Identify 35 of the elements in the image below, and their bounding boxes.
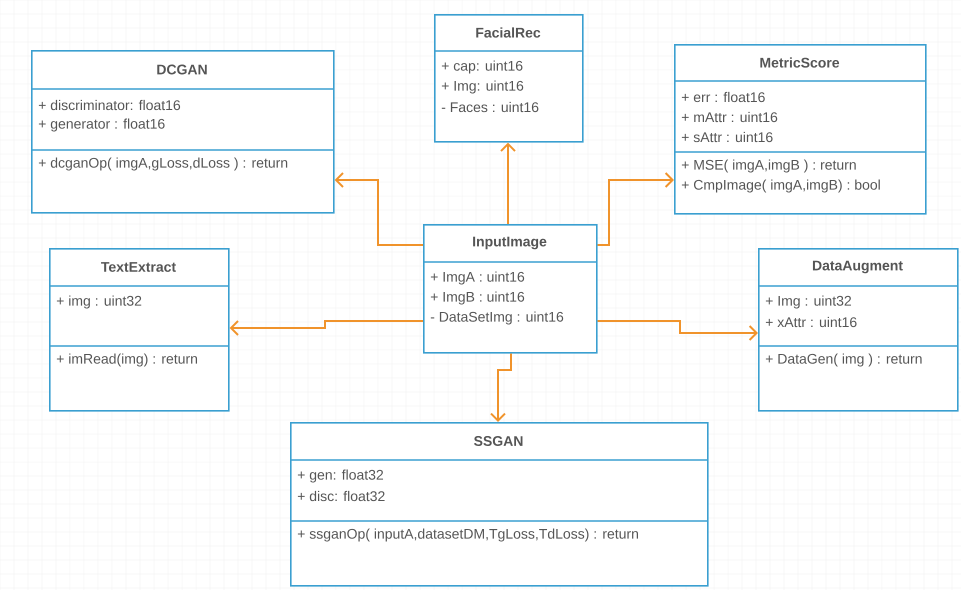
class-name: InputImage <box>473 236 546 250</box>
attribute-text: + ImgA : uint16 <box>430 271 524 285</box>
arrow <box>500 142 516 224</box>
attribute-text: + disc: float32 <box>298 490 385 502</box>
class-name: TextExtract <box>101 262 176 272</box>
arrow <box>490 354 512 422</box>
attribute-text: + mAttr : uint16 <box>682 112 778 122</box>
method-text: + dcganOp( imgA,gLoss,dLoss ) : return <box>38 157 288 171</box>
attribute-text: - DataSetImg : uint16 <box>430 311 564 325</box>
arrow <box>598 172 674 246</box>
attribute-text: + discriminator: float16 <box>38 100 180 110</box>
arrow <box>334 172 423 246</box>
method-text: + imRead(img) : return <box>56 353 197 367</box>
method-text: + MSE( imgA,imgB ) : return <box>682 159 856 173</box>
method-text: + ssganOp( inputA,datasetDM,TgLoss,TdLoss) : return <box>298 528 638 542</box>
attribute-text: + Img : uint32 <box>766 295 852 309</box>
arrow <box>230 320 423 336</box>
attribute-text: + img : uint32 <box>56 295 142 309</box>
class-name: DCGAN <box>157 64 207 74</box>
attribute-text: + generator : float16 <box>38 118 165 132</box>
attribute-text: + xAttr : uint16 <box>766 316 857 328</box>
attribute-text: + Img: uint16 <box>442 80 524 94</box>
attribute-text: + gen: float32 <box>298 469 384 483</box>
attribute-text: + ImgB : uint16 <box>430 291 524 305</box>
class-name: DataAugment <box>812 260 903 274</box>
class-name: SSGAN <box>474 436 522 446</box>
arrow <box>598 320 758 341</box>
method-text: + DataGen( img ) : return <box>766 353 922 367</box>
attribute-text: + cap: uint16 <box>442 60 522 74</box>
class-name: MetricScore <box>760 57 840 68</box>
attribute-text: - Faces : uint16 <box>442 102 538 112</box>
attribute-text: + sAttr : uint16 <box>682 132 773 142</box>
class-name: FacialRec <box>476 27 540 38</box>
attribute-text: + err : float16 <box>682 92 765 102</box>
method-text: + CmpImage( imgA,imgB) : bool <box>682 179 880 193</box>
